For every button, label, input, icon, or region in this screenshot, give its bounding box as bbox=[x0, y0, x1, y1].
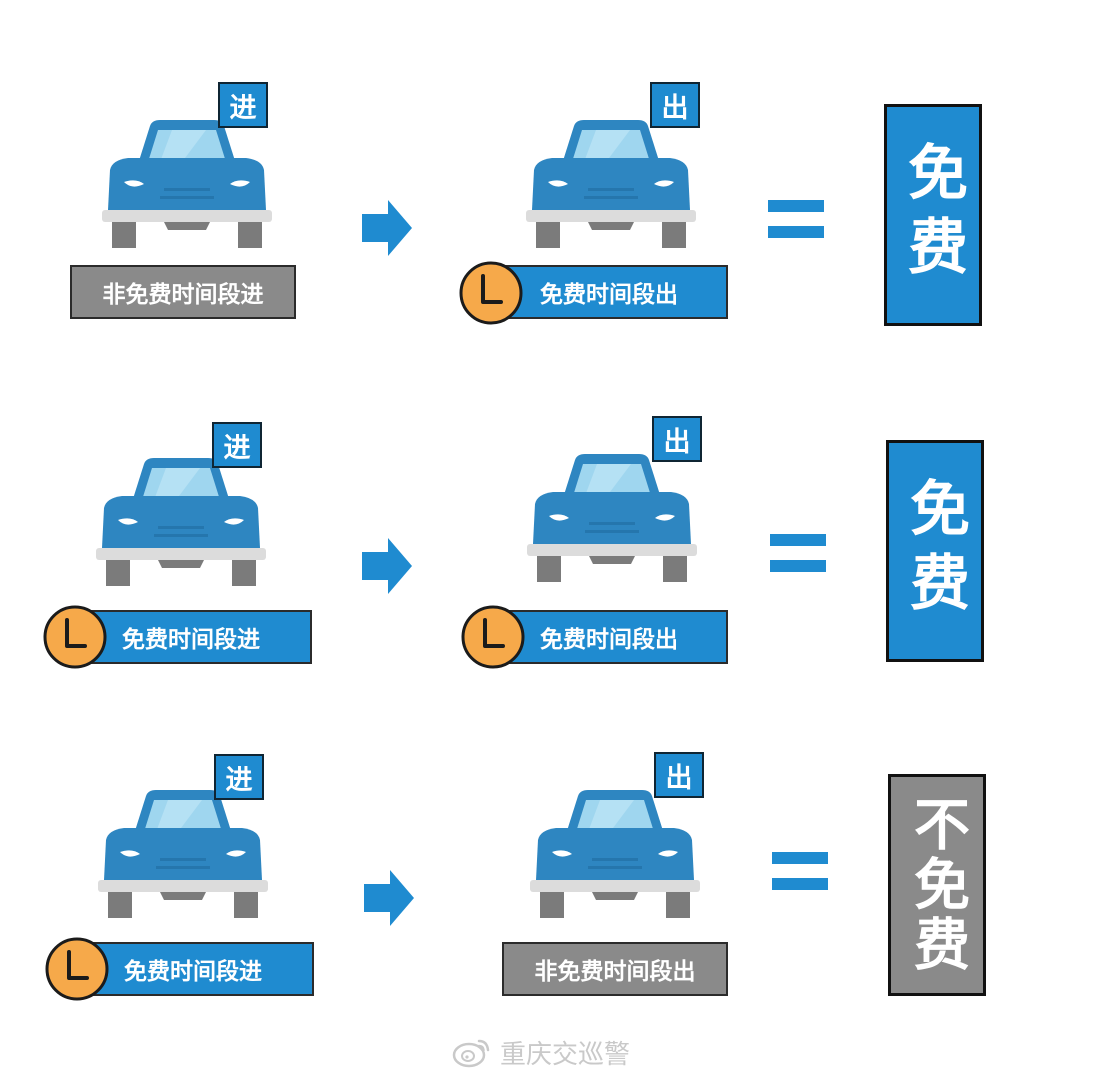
entry-time-label: 免费时间段进 bbox=[74, 610, 312, 664]
weibo-icon bbox=[452, 1039, 490, 1068]
equals-sign bbox=[768, 200, 824, 238]
clock-icon bbox=[458, 260, 524, 326]
car-front-icon bbox=[526, 112, 696, 252]
exit-tag: 出 bbox=[652, 416, 702, 462]
result-free-box: 免费 bbox=[886, 440, 984, 662]
car-front-icon bbox=[102, 112, 272, 252]
arrow-right-icon bbox=[362, 538, 412, 594]
scenario-row-1: 进 非免费时间段进 出 免费时间段出 免费 bbox=[0, 0, 1096, 326]
watermark: 重庆交巡警 bbox=[452, 1032, 630, 1072]
exit-time-label: 免费时间段出 bbox=[492, 610, 728, 664]
result-free-box: 免费 bbox=[884, 104, 982, 326]
equals-sign bbox=[772, 852, 828, 890]
equals-sign bbox=[770, 534, 826, 572]
clock-icon bbox=[42, 604, 108, 670]
arrow-right-icon bbox=[362, 200, 412, 256]
car-front-icon bbox=[98, 782, 268, 922]
entry-time-label: 免费时间段进 bbox=[76, 942, 314, 996]
clock-icon bbox=[44, 936, 110, 1002]
car-front-icon bbox=[530, 782, 700, 922]
scenario-row-2: 进 免费时间段进 出 免费时间段出 免费 bbox=[0, 338, 1096, 638]
exit-time-label: 非免费时间段出 bbox=[502, 942, 728, 996]
entry-time-label: 非免费时间段进 bbox=[70, 265, 296, 319]
entry-tag: 进 bbox=[212, 422, 262, 468]
clock-icon bbox=[460, 604, 526, 670]
car-front-icon bbox=[527, 446, 697, 586]
scenario-row-3: 进 免费时间段进 出 非免费时间段出 不免费 bbox=[0, 670, 1096, 970]
result-nonfree-box: 不免费 bbox=[888, 774, 986, 996]
exit-tag: 出 bbox=[654, 752, 704, 798]
car-front-icon bbox=[96, 450, 266, 590]
entry-tag: 进 bbox=[218, 82, 268, 128]
exit-time-label: 免费时间段出 bbox=[490, 265, 728, 319]
entry-tag: 进 bbox=[214, 754, 264, 800]
exit-tag: 出 bbox=[650, 82, 700, 128]
arrow-right-icon bbox=[364, 870, 414, 926]
watermark-text: 重庆交巡警 bbox=[500, 1039, 631, 1070]
